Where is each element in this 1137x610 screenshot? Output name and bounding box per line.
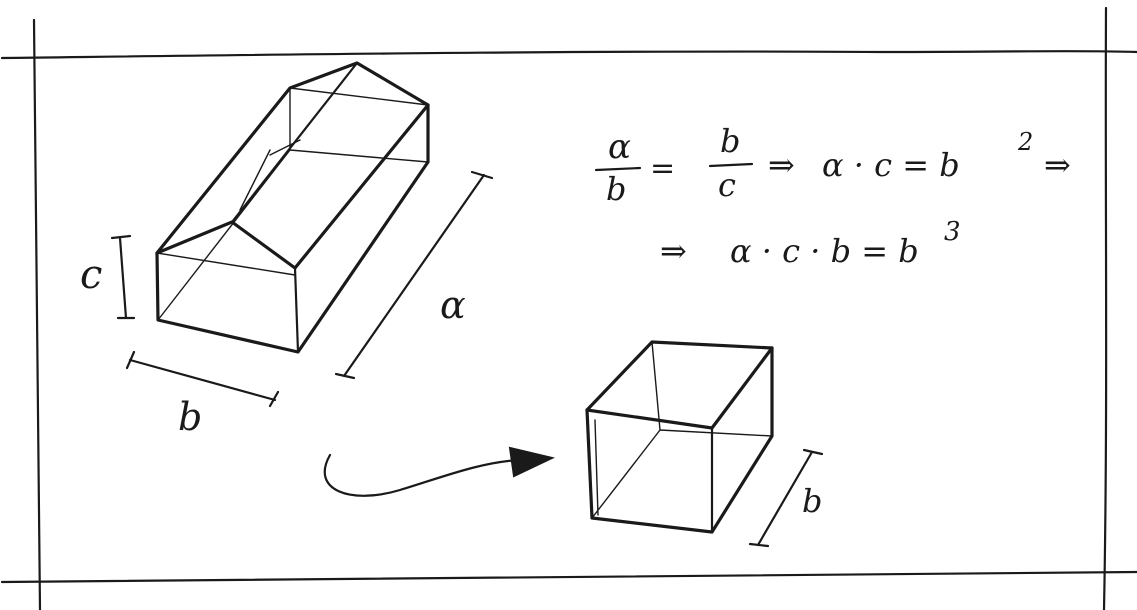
implies-arrow-3: ⇒ bbox=[660, 232, 687, 270]
rectangular-prism bbox=[155, 61, 430, 354]
cube-dimension-b: b bbox=[748, 448, 824, 548]
frac1-bar bbox=[594, 166, 642, 172]
transform-arrow bbox=[323, 446, 555, 497]
frame-right-line bbox=[1102, 6, 1108, 610]
curved-arrow-shaft bbox=[323, 453, 522, 497]
cube-hidden-edges bbox=[591, 341, 773, 519]
frac2-bar bbox=[708, 162, 754, 168]
frac2-denominator: c bbox=[718, 166, 736, 204]
prism-front-ridge bbox=[155, 103, 430, 270]
cube-outline bbox=[585, 340, 774, 534]
exponent-3: 3 bbox=[944, 217, 961, 247]
product-alpha-c: α · c = b bbox=[822, 146, 960, 184]
prism-left-vertical bbox=[155, 251, 160, 322]
product-alpha-c-b: α · c · b = b bbox=[730, 232, 919, 270]
dim-alpha-line bbox=[334, 170, 494, 380]
frac1-numerator: α bbox=[608, 127, 631, 167]
dimension-alpha: α bbox=[334, 170, 494, 380]
cube-front-top bbox=[585, 346, 774, 430]
frame-bottom-line bbox=[0, 570, 1137, 584]
arrow-head-icon bbox=[508, 446, 555, 478]
dim-c-label: c bbox=[80, 252, 102, 298]
dim-b-line bbox=[125, 350, 280, 408]
cube-dim-label: b bbox=[802, 482, 822, 520]
dim-c-line bbox=[110, 234, 136, 320]
sketch-frame bbox=[0, 6, 1137, 610]
prism-front-vertical bbox=[293, 266, 300, 354]
frac1-denominator: b bbox=[606, 170, 626, 208]
frame-left-line bbox=[32, 18, 42, 610]
prism-outline bbox=[155, 61, 430, 354]
equals-sign-1: = bbox=[650, 151, 675, 186]
prism-hidden-edges bbox=[156, 87, 429, 321]
dimension-c: c bbox=[80, 234, 136, 320]
implies-arrow-1: ⇒ bbox=[768, 146, 795, 184]
exponent-2: 2 bbox=[1017, 128, 1033, 156]
dim-alpha-label: α bbox=[440, 283, 466, 327]
dim-b-label: b bbox=[178, 395, 202, 439]
equation-line-2: ⇒ α · c · b = b 3 bbox=[660, 217, 961, 270]
cube bbox=[585, 340, 774, 534]
equation-line-1: α b = b c ⇒ α · c = b 2 ⇒ bbox=[594, 122, 1071, 208]
implies-arrow-2: ⇒ bbox=[1044, 146, 1071, 184]
cube-dim-line bbox=[748, 448, 824, 548]
dimension-b: b bbox=[125, 350, 280, 439]
frac2-numerator: b bbox=[720, 122, 740, 160]
frame-top-line bbox=[0, 50, 1137, 60]
